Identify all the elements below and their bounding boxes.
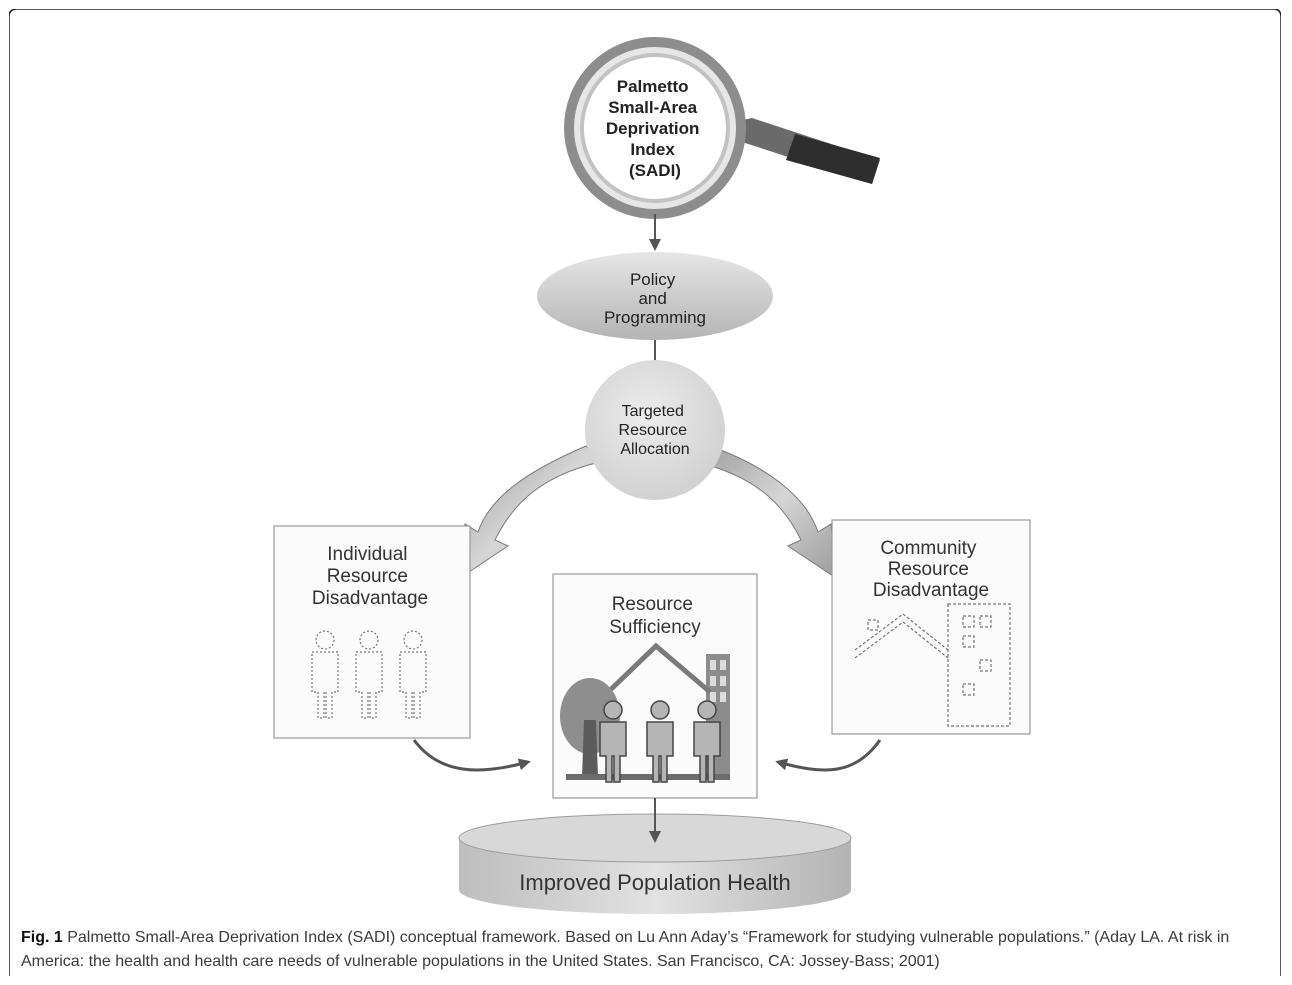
magnifier-icon: [564, 37, 880, 219]
community-label: Community Resource Disadvantage: [873, 538, 989, 601]
allocation-label: Targeted Resource Allocation: [619, 403, 692, 458]
allocation-left-arrow: [459, 445, 601, 579]
community-scene-icon: [560, 642, 730, 783]
sufficiency-label: Resource Sufficiency: [609, 594, 701, 638]
magnifier-label: Palmetto Small-Area Deprivation Index (S…: [606, 77, 704, 180]
dotted-neighborhood-icon: [854, 603, 1011, 727]
outcome-label: Improved Population Health: [519, 870, 791, 895]
arrow-individual-to-sufficiency: [412, 739, 531, 772]
caption-text: Palmetto Small-Area Deprivation Index (S…: [21, 929, 1230, 970]
arrow-community-to-sufficiency: [775, 739, 882, 772]
dotted-people-icon: [311, 630, 427, 719]
caption-label: Fig. 1: [21, 929, 63, 946]
allocation-right-arrow: [695, 445, 837, 579]
policy-label: Policy and Programming: [604, 270, 706, 327]
community-box: [831, 519, 1031, 735]
allocation-circle: [585, 360, 725, 500]
figure-caption: Fig. 1 Palmetto Small-Area Deprivation I…: [21, 926, 1271, 974]
policy-ellipse: [537, 252, 773, 340]
individual-label: Individual Resource Disadvantage: [312, 544, 428, 609]
